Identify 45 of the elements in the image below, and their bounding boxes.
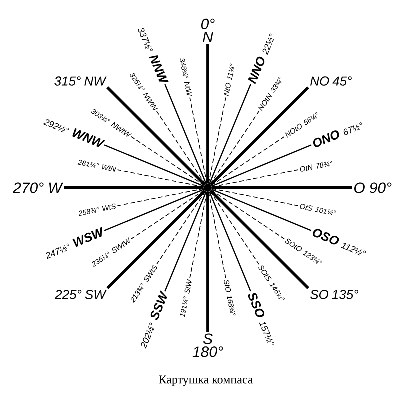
- compass-point-label: 337½° NNW: [138, 28, 169, 82]
- compass-ray: [190, 97, 208, 184]
- center-point: [204, 184, 212, 192]
- compass-point-label: 225° SW: [54, 290, 107, 300]
- compass-ray: [209, 84, 252, 184]
- compass-point-label: SO 135°: [310, 290, 358, 300]
- compass-ray: [164, 192, 207, 292]
- compass-ray: [210, 111, 260, 185]
- compass-ray: [211, 190, 285, 240]
- compass-ray: [212, 186, 352, 190]
- compass-ray: [209, 192, 252, 292]
- compass-ray: [210, 86, 310, 186]
- compass-point-label: NO 45°: [310, 76, 352, 86]
- compass-ray: [211, 136, 285, 186]
- compass-point-label: ONO 67½°: [313, 122, 362, 148]
- compass-ray: [212, 188, 299, 206]
- compass-ray: [104, 144, 204, 187]
- compass-point-label: 270° W: [13, 182, 64, 194]
- compass-point-label: O 90°: [354, 182, 392, 194]
- compass-ray: [206, 192, 210, 332]
- compass-point-label: 315° NW: [54, 76, 107, 86]
- compass-ray: [164, 84, 207, 184]
- compass-ray: [106, 190, 206, 290]
- compass-ray: [210, 191, 260, 265]
- compass-point-label: OSO 112½°: [312, 229, 366, 256]
- compass-ray: [212, 144, 312, 187]
- compass-ray: [117, 170, 204, 188]
- compass-ray: [190, 192, 208, 279]
- compass-ray: [104, 189, 204, 232]
- compass-ray: [131, 190, 205, 240]
- compass-ray: [206, 44, 210, 184]
- compass-ray: [131, 136, 205, 186]
- compass-ray: [156, 111, 206, 185]
- compass-ray: [210, 190, 310, 290]
- compass-ray: [212, 170, 299, 188]
- caption: Картушка компаса: [159, 376, 254, 386]
- compass-ray: [212, 189, 312, 232]
- compass-point-label: 202½° SSW: [141, 290, 168, 349]
- compass-ray: [64, 186, 204, 190]
- compass-ray: [106, 86, 206, 186]
- compass-point-label: S 180°: [192, 334, 224, 358]
- compass-point-label: 0° N: [201, 18, 215, 42]
- compass-ray: [208, 97, 226, 184]
- compass-point-label: NNO 22½°: [248, 34, 274, 84]
- compass-ray: [156, 191, 206, 265]
